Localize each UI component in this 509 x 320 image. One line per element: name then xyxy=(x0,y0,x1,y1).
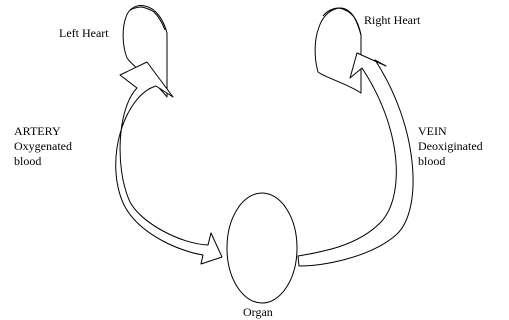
right-heart-label: Right Heart xyxy=(364,13,420,28)
vein-title: VEIN xyxy=(418,124,483,139)
vein-desc-line1: Deoxiginated xyxy=(418,139,483,154)
artery-desc-line1: Oxygenated xyxy=(14,139,72,154)
vein-desc-line2: blood xyxy=(418,154,483,169)
artery-arrow xyxy=(116,62,222,264)
right-heart-shape xyxy=(315,8,361,93)
artery-desc-line2: blood xyxy=(14,154,72,169)
organ-label: Organ xyxy=(243,305,273,320)
organ-shape xyxy=(227,193,297,303)
left-heart-label: Left Heart xyxy=(59,26,109,41)
artery-title: ARTERY xyxy=(14,124,72,139)
artery-label: ARTERY Oxygenated blood xyxy=(14,124,72,169)
vein-label: VEIN Deoxiginated blood xyxy=(418,124,483,169)
